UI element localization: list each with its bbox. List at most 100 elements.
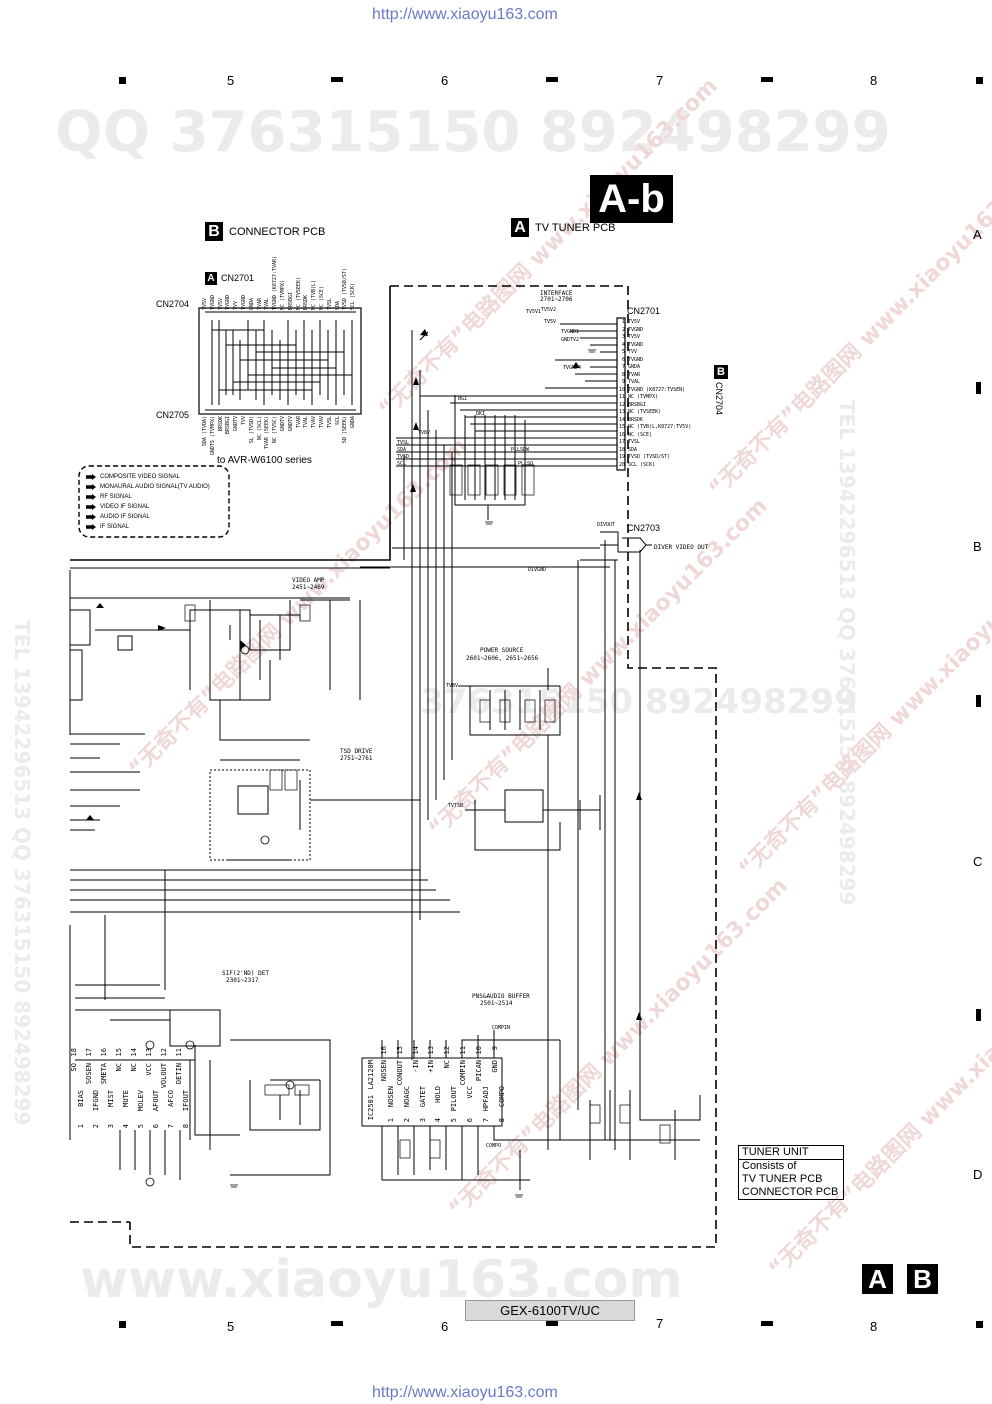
sif-ic-pin-name: VCC: [145, 1063, 153, 1076]
col-label-5-bottom: 5: [227, 1319, 235, 1334]
cn2704-pin-label: TV5V: [217, 297, 224, 310]
watermark-right-vertical: TEL 13942296513 QQ 376315150 892498299: [835, 400, 859, 906]
pns-audio-title: PNS&AUDIO BUFFER: [472, 993, 530, 1000]
reg-mark: [119, 1321, 126, 1328]
col-label-8-bottom: 8: [870, 1319, 878, 1334]
ic2501-pin-number: 6: [466, 1118, 474, 1123]
sif-ic-pin-name: SMETA: [100, 1063, 108, 1085]
ic2501-pin-number: 9: [490, 1046, 499, 1051]
pin-name: TVAR: [628, 371, 641, 378]
net-tvgnd1: TVGND1: [561, 329, 580, 335]
ic2501-pin-number: 10: [474, 1046, 483, 1055]
sif-ic-pin-number: 3: [107, 1124, 115, 1129]
reg-mark: [976, 1321, 983, 1328]
cn2704-label: CN2704: [156, 299, 190, 309]
ic2501-pin-number: 11: [459, 1046, 467, 1055]
sif-ic-pin-name: DETIN: [175, 1063, 183, 1085]
tv-tuner-pcb-badge: A: [511, 218, 529, 237]
arrow-icon: [86, 514, 96, 520]
cn2705-pin-label: GNDTS (TVMPX): [209, 416, 216, 456]
ic2501-pins: (function(){ var d = JSON.parse(document…: [380, 1046, 506, 1132]
col-label-8: 8: [870, 73, 878, 88]
pin-name: SCL (SCK): [628, 461, 656, 468]
cn2704-pin-label: NC (TVMPX): [280, 279, 286, 310]
sif-det-range: 2301~2317: [226, 977, 259, 984]
pin-name: TVAL: [628, 379, 641, 385]
cn2704-pin-label: TV5V: [202, 297, 208, 310]
pin-number: 2: [621, 326, 625, 333]
ic2501-pin-number: 16: [380, 1046, 388, 1055]
pin-number: 9: [621, 379, 625, 385]
pin-number: 17: [618, 439, 625, 445]
pin-number: 3: [621, 334, 625, 340]
pin-number: 10: [618, 386, 625, 393]
net-tvgnd4: TVGND4: [563, 365, 582, 371]
video-amp-range: 2451~2469: [292, 584, 325, 591]
cn2704-pin-label: BRSBGI: [287, 291, 294, 310]
net-tv5v1: TV5V1: [526, 309, 542, 315]
ic2501-pin-name: COMPIN: [459, 1060, 467, 1086]
pin-name: TVGND (K8727:TVSEN): [628, 386, 686, 393]
tv-tuner-pcb-label: TV TUNER PCB: [535, 222, 616, 234]
arrow-icon: [86, 494, 96, 500]
pin-number: 12: [618, 401, 625, 408]
cn2705-pin-labels: (function(){ var d = JSON.parse(document…: [202, 416, 362, 456]
power-source-title: POWER SOURCE: [480, 647, 524, 654]
ic2501-pin-name: NOSEN: [380, 1060, 388, 1082]
sif-ic-pin-name: SO: [70, 1063, 78, 1072]
sif-ic-pin-number: 4: [122, 1124, 130, 1129]
ic2501-pin-name: HOLD: [434, 1086, 443, 1103]
reg-mark: [546, 1321, 558, 1326]
sif-ic-pin-number: 12: [160, 1048, 168, 1057]
arrow-icon: [86, 474, 96, 480]
net-gndtv2: GNDTV2: [561, 337, 580, 343]
reg-mark: [546, 77, 558, 82]
sif-ic-pin-name: IFGND: [92, 1090, 100, 1112]
reg-mark: [976, 695, 981, 707]
cn2705-pin-label: NC (TVSC): [272, 416, 279, 444]
tsd-drive-range: 2751~2761: [340, 755, 373, 762]
cn2705-pin-label: BRSBGI: [225, 416, 232, 435]
net-compin: COMPIN: [492, 1025, 511, 1031]
pin-name: TV5V: [628, 319, 641, 325]
cn2704-pin-label: TVSL: [326, 297, 333, 310]
legend-monaural-audio: MONAURAL AUDIO SIGNAL(TV AUDIO): [86, 482, 210, 492]
col-label-6: 6: [441, 73, 449, 88]
cn2704-pin-label: TVGND: [225, 294, 232, 310]
cn2705-pin-label: NC (SCL): [256, 416, 263, 441]
pin-number: 4: [621, 341, 625, 348]
cn2705-pin-label: GNDA: [350, 416, 357, 429]
sif-ic-pin-number: 1: [77, 1124, 85, 1129]
reg-mark: [331, 1321, 343, 1326]
ic2501-pin-name: GATET: [418, 1086, 427, 1108]
sif-ic-pin-number: 5: [137, 1124, 145, 1129]
cn2701-pin-list: (function(){ var d = JSON.parse(document…: [618, 319, 708, 473]
ic2501-pin-name: CONOUT: [395, 1060, 404, 1086]
cn2704-side-label: CN2704: [714, 382, 724, 416]
ic2501-pin-number: 2: [402, 1118, 411, 1123]
legend-rf-signal: RF SIGNAL: [86, 492, 132, 502]
watermark-middle: 376315150 892498299: [420, 682, 858, 722]
board-badge-b: B: [907, 1264, 938, 1294]
sif-ic-pin-number: 17: [85, 1048, 93, 1057]
header-url[interactable]: http://www.xiaoyu163.com: [372, 6, 558, 23]
pin-number: 6: [621, 356, 625, 363]
col-label-5: 5: [227, 73, 235, 88]
pin-name: TVV: [628, 349, 638, 355]
sif-ic-pin-number: 15: [115, 1048, 123, 1057]
ic2501-pin-name: PICAN: [474, 1060, 483, 1082]
legend-label: RF SIGNAL: [100, 494, 132, 500]
ic2501-pin-number: 3: [418, 1118, 427, 1123]
tuner-unit-note: TUNER UNIT Consists of TV TUNER PCB CONN…: [738, 1145, 844, 1200]
pin-name: TVGND: [628, 356, 644, 363]
watermark-top: QQ 376315150 892498299: [55, 100, 891, 165]
footer-url[interactable]: http://www.xiaoyu163.com: [372, 1384, 558, 1401]
pin-name: TVSD (TVSD/ST): [628, 454, 671, 460]
cn2704-pin-label: TVGND: [241, 294, 247, 310]
cn2705-pin-label: GNDTV: [280, 416, 286, 432]
